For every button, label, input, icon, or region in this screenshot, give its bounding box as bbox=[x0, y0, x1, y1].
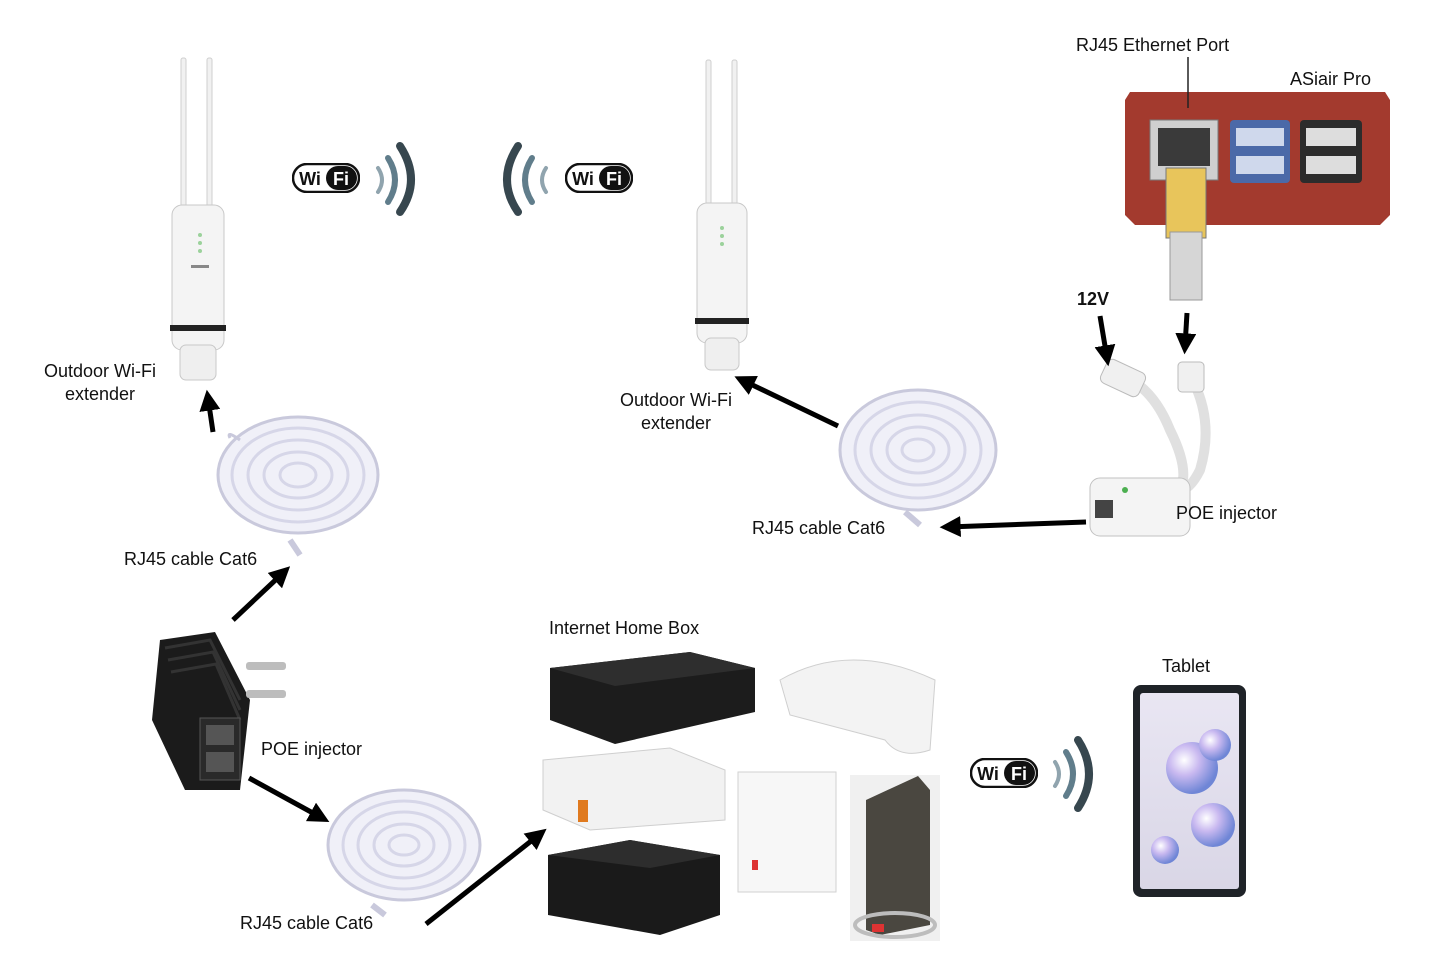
connection-arrows bbox=[199, 312, 1197, 926]
label-poe-right: POE injector bbox=[1176, 503, 1278, 523]
wifi-logo-wi-text: Wi bbox=[299, 169, 321, 189]
label-tablet: Tablet bbox=[1162, 656, 1211, 676]
label-cable-bottom: RJ45 cable Cat6 bbox=[240, 913, 374, 933]
label-poe-left: POE injector bbox=[261, 739, 363, 759]
arrow-asiair-to-poe bbox=[1175, 312, 1197, 355]
wifi-logo-right: Wi Fi bbox=[565, 163, 633, 193]
wifi-logo-tablet: Wi Fi bbox=[970, 758, 1038, 788]
arrow-poe-to-cable-bottom bbox=[247, 775, 330, 823]
arrow-poe-to-cable-top bbox=[231, 566, 291, 622]
label-asiair: ASiair Pro bbox=[1290, 69, 1372, 89]
wifi-logo-fi-text: Fi bbox=[606, 169, 622, 189]
label-rj45-port: RJ45 Ethernet Port bbox=[1076, 35, 1230, 55]
arrow-cable-to-homebox bbox=[424, 828, 547, 926]
asiair-pro-device bbox=[1125, 57, 1390, 301]
arrow-poe-to-cable-right bbox=[939, 516, 1087, 538]
arrow-12v-to-poe bbox=[1094, 315, 1116, 367]
internet-home-boxes bbox=[542, 652, 940, 941]
label-cable-left-top: RJ45 cable Cat6 bbox=[124, 549, 258, 569]
wifi-logo-fi-text: Fi bbox=[333, 169, 349, 189]
label-cable-right: RJ45 cable Cat6 bbox=[752, 518, 886, 538]
poe-injector-right bbox=[1089, 358, 1211, 537]
wifi-waves-in-right bbox=[503, 142, 548, 216]
label-internet-box: Internet Home Box bbox=[549, 618, 700, 638]
label-extender-right: Outdoor Wi-Fi extender bbox=[619, 390, 733, 433]
cable-coil-right bbox=[838, 388, 998, 528]
tablet-device bbox=[1133, 685, 1246, 897]
outdoor-extender-right bbox=[695, 59, 749, 371]
wifi-logo-fi-text: Fi bbox=[1011, 764, 1027, 784]
wifi-logo-wi-text: Wi bbox=[977, 764, 999, 784]
wifi-waves-tablet bbox=[1053, 736, 1093, 812]
arrow-cable-to-extender-left bbox=[199, 389, 221, 433]
wifi-waves-out-left bbox=[376, 142, 415, 216]
outdoor-extender-left bbox=[170, 57, 226, 381]
wifi-logo-left: Wi Fi bbox=[292, 163, 360, 193]
label-extender-left: Outdoor Wi-Fi extender bbox=[43, 361, 157, 404]
poe-injector-left bbox=[152, 632, 286, 790]
label-12v: 12V bbox=[1077, 289, 1110, 309]
arrow-cable-to-extender-right bbox=[734, 375, 840, 429]
cable-coil-bottom bbox=[326, 788, 482, 918]
wifi-logo-wi-text: Wi bbox=[572, 169, 594, 189]
cable-coil-left-top bbox=[216, 415, 380, 557]
